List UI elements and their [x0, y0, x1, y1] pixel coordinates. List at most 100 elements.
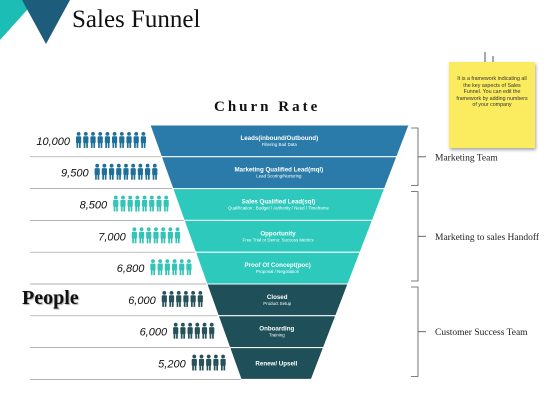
person-icon	[76, 132, 82, 148]
person-icon	[138, 227, 145, 244]
person-icon	[134, 195, 140, 212]
stage-subtitle: Qualification : Budget / Authority / Nee…	[228, 206, 330, 211]
person-icon	[201, 322, 208, 339]
funnel-stage	[228, 347, 325, 380]
person-icon	[197, 291, 203, 307]
person-icon	[187, 322, 193, 339]
team-label: Marketing to sales Handoff	[435, 232, 540, 243]
person-icon	[174, 227, 181, 244]
person-icon	[101, 163, 107, 180]
count-label: 6,000	[128, 295, 156, 307]
team-brackets	[411, 127, 426, 377]
person-icon	[191, 354, 197, 371]
person-icon	[156, 195, 162, 212]
stage-title: Proof Of Concept(poc)	[244, 262, 310, 269]
person-icon	[149, 195, 155, 212]
corner-accent-teal	[0, 0, 36, 40]
stage-title: Marketing Qualified Lead(mql)	[235, 167, 324, 174]
stage-subtitle: Filtering Bad Data	[262, 142, 298, 147]
row-separators	[30, 156, 242, 380]
person-icon	[152, 163, 158, 180]
person-icon	[112, 132, 118, 148]
count-label: 10,000	[36, 136, 71, 148]
churn-rate-title: Churn Rate	[214, 99, 321, 115]
person-icon	[116, 163, 122, 180]
person-icon	[176, 291, 182, 307]
sticky-note-text: It is a framework indicating all the key…	[456, 76, 528, 109]
person-icon	[198, 354, 205, 371]
person-icon	[157, 259, 163, 276]
stage-subtitle: Lead Scoring/Nurturing	[256, 174, 302, 179]
person-icon	[153, 227, 159, 244]
person-icon	[123, 163, 129, 180]
person-icon	[140, 132, 146, 148]
person-icon	[213, 354, 219, 371]
count-label: 9,500	[61, 168, 89, 180]
person-icon	[194, 322, 200, 339]
corner-accent-navy	[22, 0, 70, 44]
count-label: 7,000	[98, 231, 126, 243]
person-icon	[104, 132, 110, 148]
person-icon	[209, 322, 215, 339]
person-icon	[90, 132, 96, 148]
stage-title: Closed	[267, 294, 288, 301]
person-icon	[160, 227, 166, 244]
team-label: Customer Success Team	[435, 328, 528, 338]
person-icon	[97, 132, 103, 148]
count-label: 8,500	[80, 200, 108, 212]
person-icon	[190, 291, 196, 307]
person-icon	[144, 163, 151, 180]
person-icon	[137, 163, 143, 180]
person-icon	[171, 259, 178, 276]
person-icon	[83, 132, 89, 148]
stage-subtitle: Training	[269, 333, 285, 338]
person-icon	[150, 259, 156, 276]
person-icon	[220, 354, 226, 371]
stage-title: Onboarding	[259, 326, 294, 333]
team-bracket	[411, 191, 426, 282]
stage-subtitle: Proposal / Negotiation	[256, 269, 300, 274]
person-icon	[133, 132, 139, 148]
people-label: People	[22, 287, 79, 309]
person-icon	[186, 259, 192, 276]
people-icons	[76, 132, 226, 371]
person-icon	[126, 132, 132, 148]
person-icon	[167, 227, 173, 244]
person-icon	[164, 259, 170, 276]
team-bracket	[411, 286, 426, 377]
stage-title: Renew/ Upsell	[255, 361, 297, 368]
stage-subtitle: Free Trial or Demo: Success Metrics	[243, 237, 315, 242]
person-icon	[180, 322, 186, 339]
person-icon	[206, 354, 212, 371]
count-label: 6,800	[117, 263, 145, 275]
count-label: 6,000	[140, 327, 168, 339]
person-icon	[161, 291, 167, 307]
person-icon	[108, 163, 115, 180]
person-icon	[113, 195, 119, 212]
count-labels: 10,000 9,500 8,500 7,000 6,800 6,000 6,000 5,20…	[36, 136, 186, 371]
sticky-note	[449, 62, 535, 148]
person-icon	[131, 227, 137, 244]
person-icon	[183, 291, 189, 307]
person-icon	[179, 259, 185, 276]
funnel-stages: Leads(inbound/Outbound)Filtering Bad Dat…	[149, 124, 410, 380]
team-label: Marketing Team	[435, 153, 498, 163]
person-icon	[146, 227, 152, 244]
person-icon	[168, 291, 175, 307]
person-icon	[141, 195, 148, 212]
count-label: 5,200	[158, 359, 186, 371]
person-icon	[173, 322, 179, 339]
slide-title: Sales Funnel	[72, 6, 201, 33]
person-icon	[119, 132, 125, 148]
person-icon	[127, 195, 133, 212]
person-icon	[163, 195, 169, 212]
stage-title: Sales Qualified Lead(sql)	[242, 199, 316, 206]
stage-subtitle: Product Setup	[263, 301, 291, 306]
person-icon	[120, 195, 126, 212]
team-bracket	[411, 127, 426, 186]
person-icon	[94, 163, 100, 180]
person-icon	[130, 163, 136, 180]
stage-title: Leads(inbound/Outbound)	[240, 135, 318, 142]
